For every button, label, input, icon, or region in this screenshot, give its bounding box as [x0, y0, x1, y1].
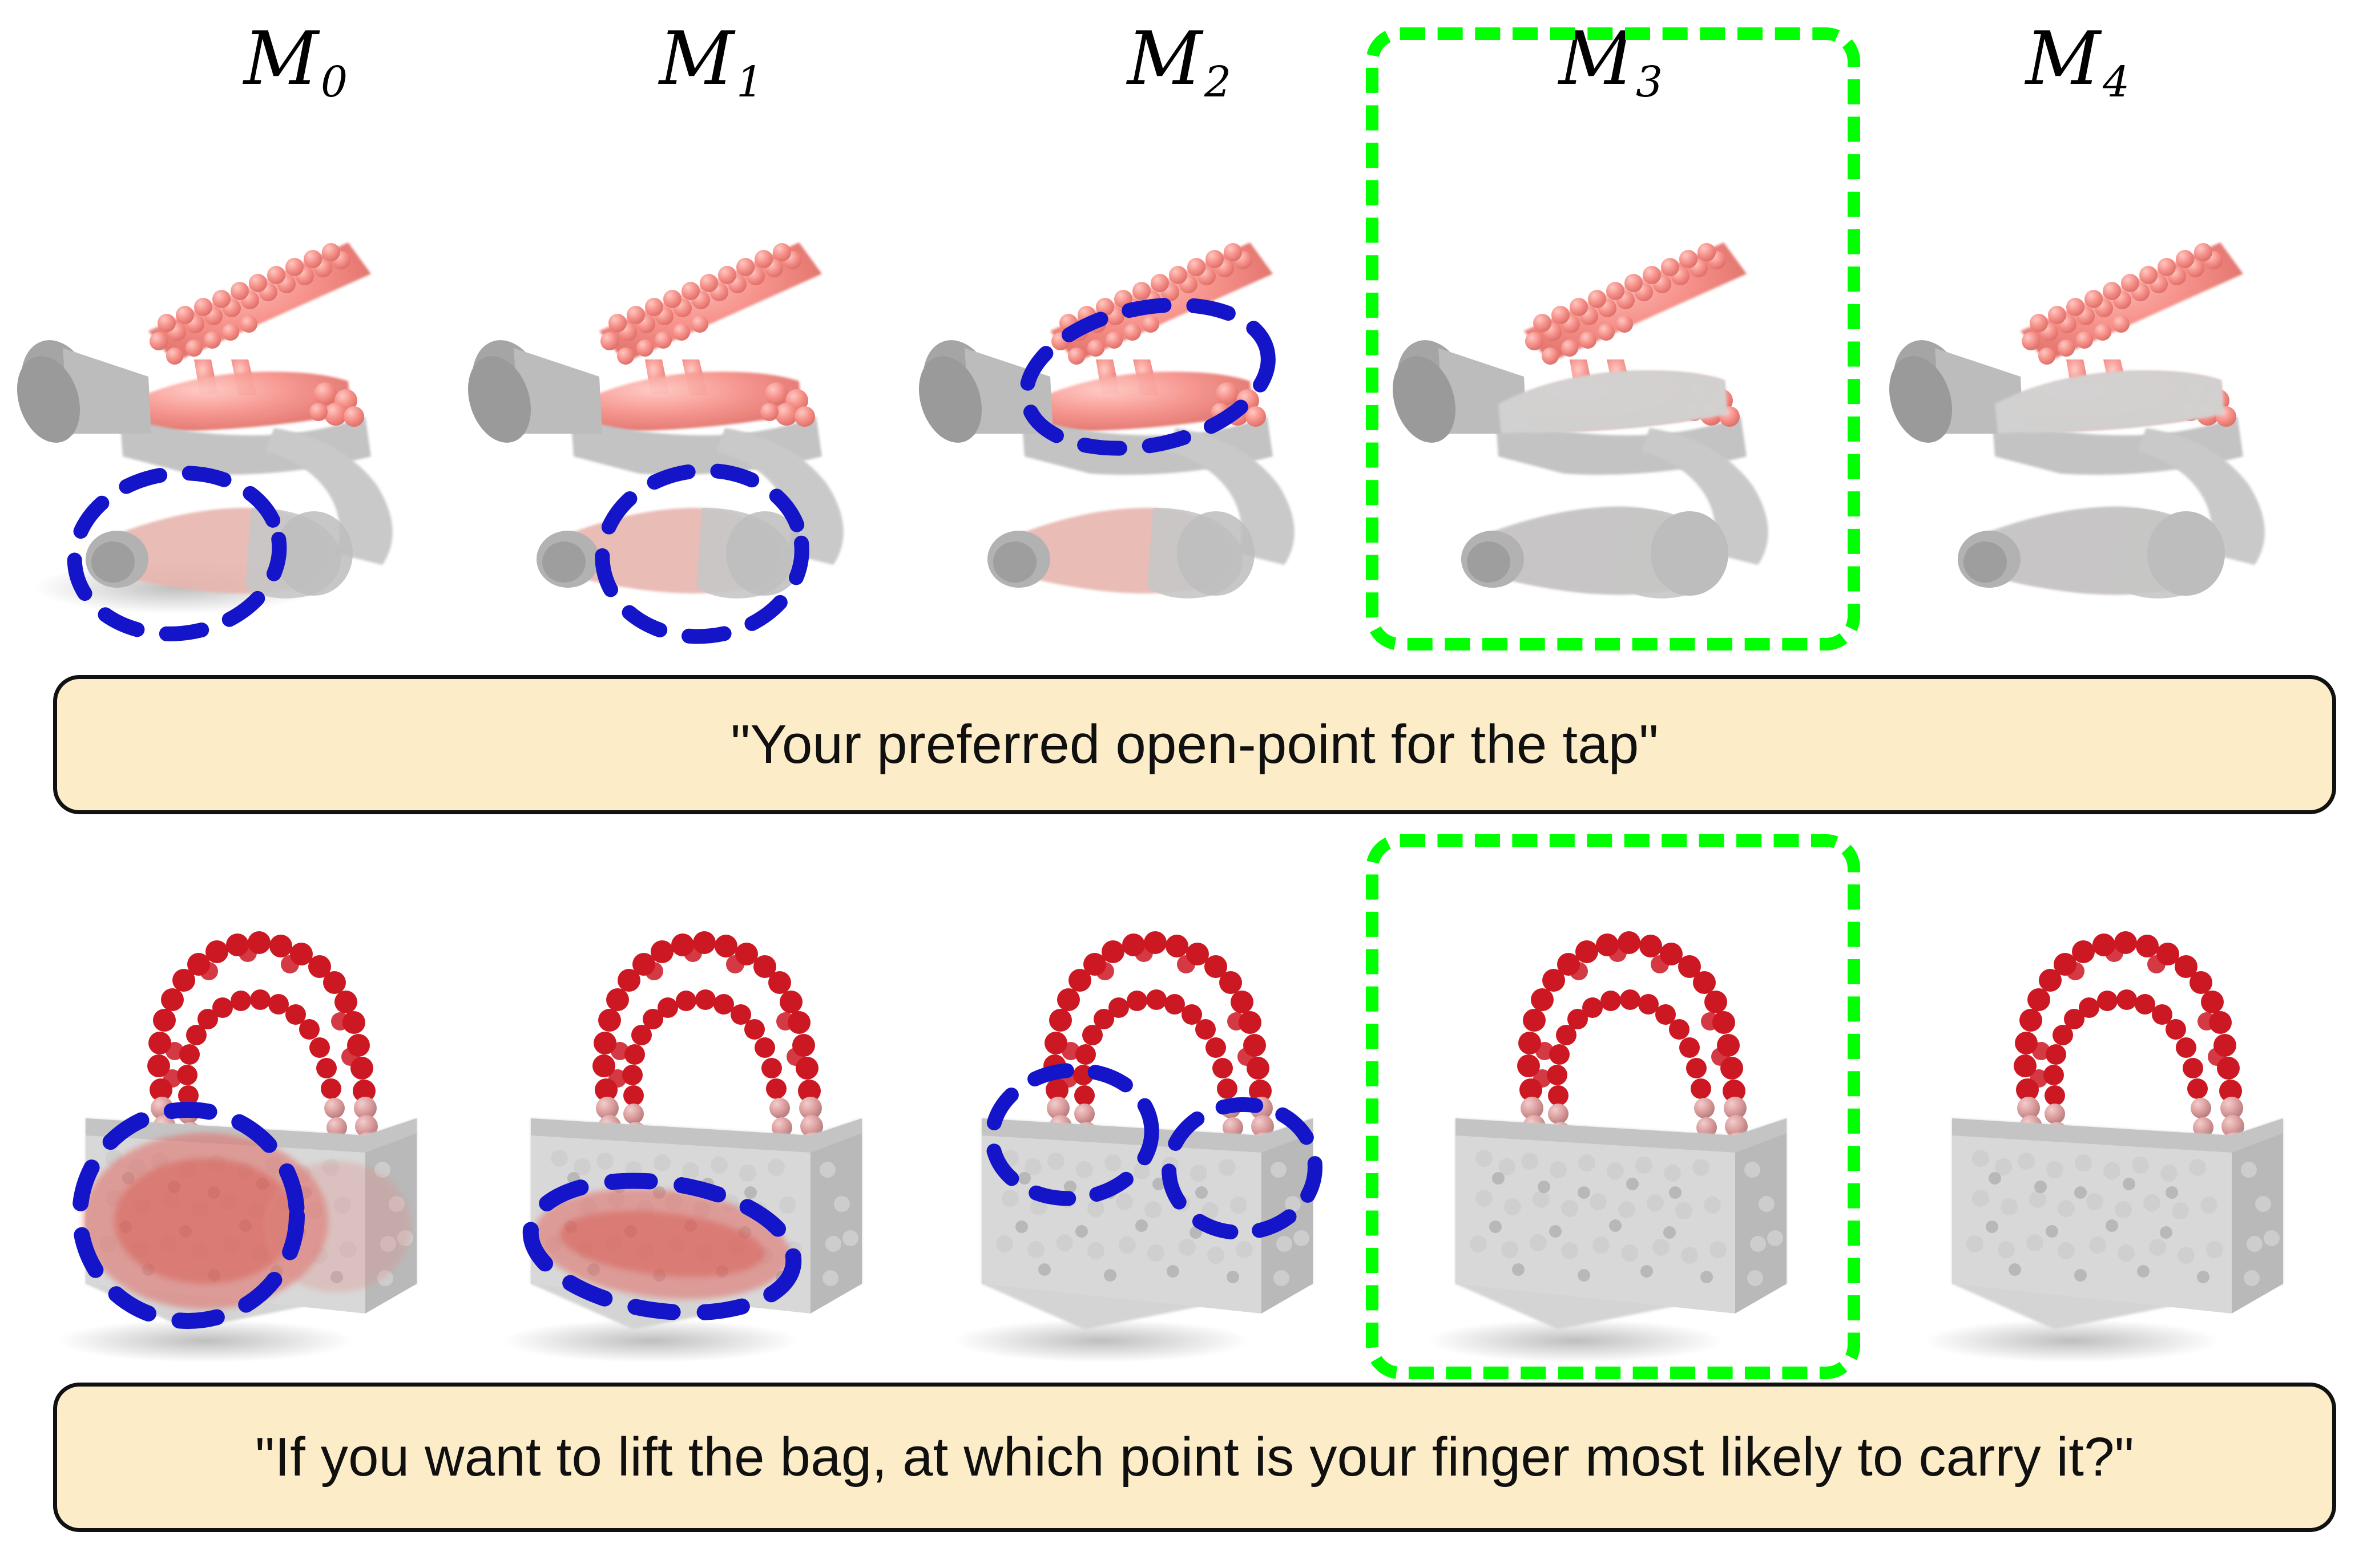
column-header-m4-subscript: 4 [2102, 58, 2130, 107]
bag-cell-m0 [17, 850, 451, 1381]
tap-cell-m1 [457, 188, 890, 645]
tap-cell-m2 [908, 188, 1341, 645]
bag-cell-m2 [913, 850, 1347, 1381]
caption-box-bag: "If you want to lift the bag, at which p… [53, 1383, 2336, 1532]
column-header-m2-base: M [1127, 17, 1202, 102]
bag-cell-m1 [462, 850, 896, 1381]
tap-cell-m3 [1381, 188, 1815, 645]
column-header-m0-subscript: 0 [320, 58, 348, 107]
caption-box-tap: "Your preferred open-point for the tap" [53, 675, 2336, 814]
caption-text-tap: "Your preferred open-point for the tap" [731, 714, 1659, 775]
annotation-ellipse [985, 1062, 1159, 1206]
column-header-m1-base: M [659, 17, 734, 102]
bag-cell-m3 [1387, 850, 1821, 1381]
column-header-m0-base: M [243, 17, 318, 102]
column-header-m1: M1 [563, 23, 860, 104]
annotation-ellipse [522, 1173, 802, 1321]
tap-cell-m0 [6, 188, 439, 645]
annotation-ellipse [67, 466, 287, 641]
column-header-m2: M2 [1031, 23, 1328, 104]
column-header-m2-subscript: 2 [1204, 58, 1232, 107]
column-header-m0: M0 [147, 23, 444, 104]
bag-cell-m4 [1884, 850, 2317, 1381]
annotation-ellipse [1162, 1097, 1322, 1240]
column-header-m4-base: M [2025, 17, 2100, 102]
tap-cell-m4 [1878, 188, 2312, 645]
column-header-m3: M3 [1462, 23, 1759, 104]
annotation-ellipse [1019, 297, 1276, 456]
column-header-m3-base: M [1558, 17, 1634, 102]
column-header-m4: M4 [1929, 23, 2226, 104]
annotation-ellipse [595, 463, 809, 644]
column-header-m3-subscript: 3 [1635, 58, 1663, 107]
column-header-m1-subscript: 1 [736, 58, 764, 107]
caption-text-bag: "If you want to lift the bag, at which p… [255, 1426, 2134, 1488]
annotation-ellipse [72, 1102, 305, 1329]
